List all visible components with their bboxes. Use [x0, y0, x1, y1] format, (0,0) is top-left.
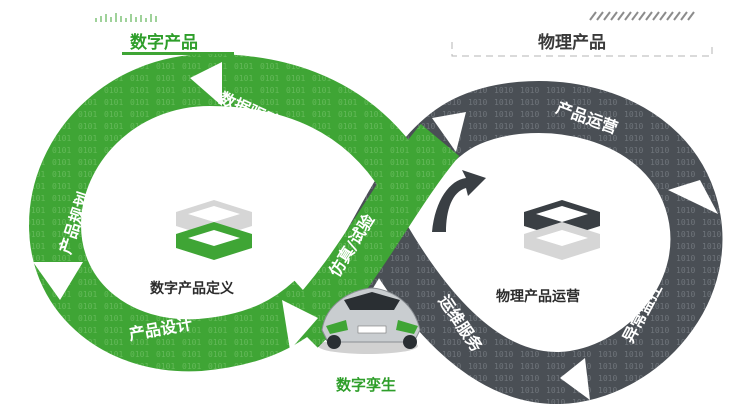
- header-bracket: [451, 42, 713, 57]
- header-tick-marks: [95, 13, 157, 22]
- arrow-icon: [33, 62, 718, 400]
- car-icon: [318, 287, 421, 354]
- curved-arrow-icon: [432, 170, 486, 232]
- header-underline-green: [122, 52, 234, 55]
- header-hatch: [589, 11, 695, 21]
- physical-product-title: 物理产品: [538, 33, 606, 53]
- physical-operation-label: 物理产品运营: [496, 289, 580, 305]
- physical-logo-icon: [524, 200, 600, 260]
- digital-twin-label: 数字孪生: [336, 376, 397, 394]
- crossing-band-texture: [282, 124, 460, 348]
- digital-definition-label: 数字产品定义: [150, 281, 234, 297]
- digital-logo-icon: [176, 200, 252, 260]
- digital-product-title: 数字产品: [130, 33, 198, 53]
- green-loop-texture: [28, 53, 428, 372]
